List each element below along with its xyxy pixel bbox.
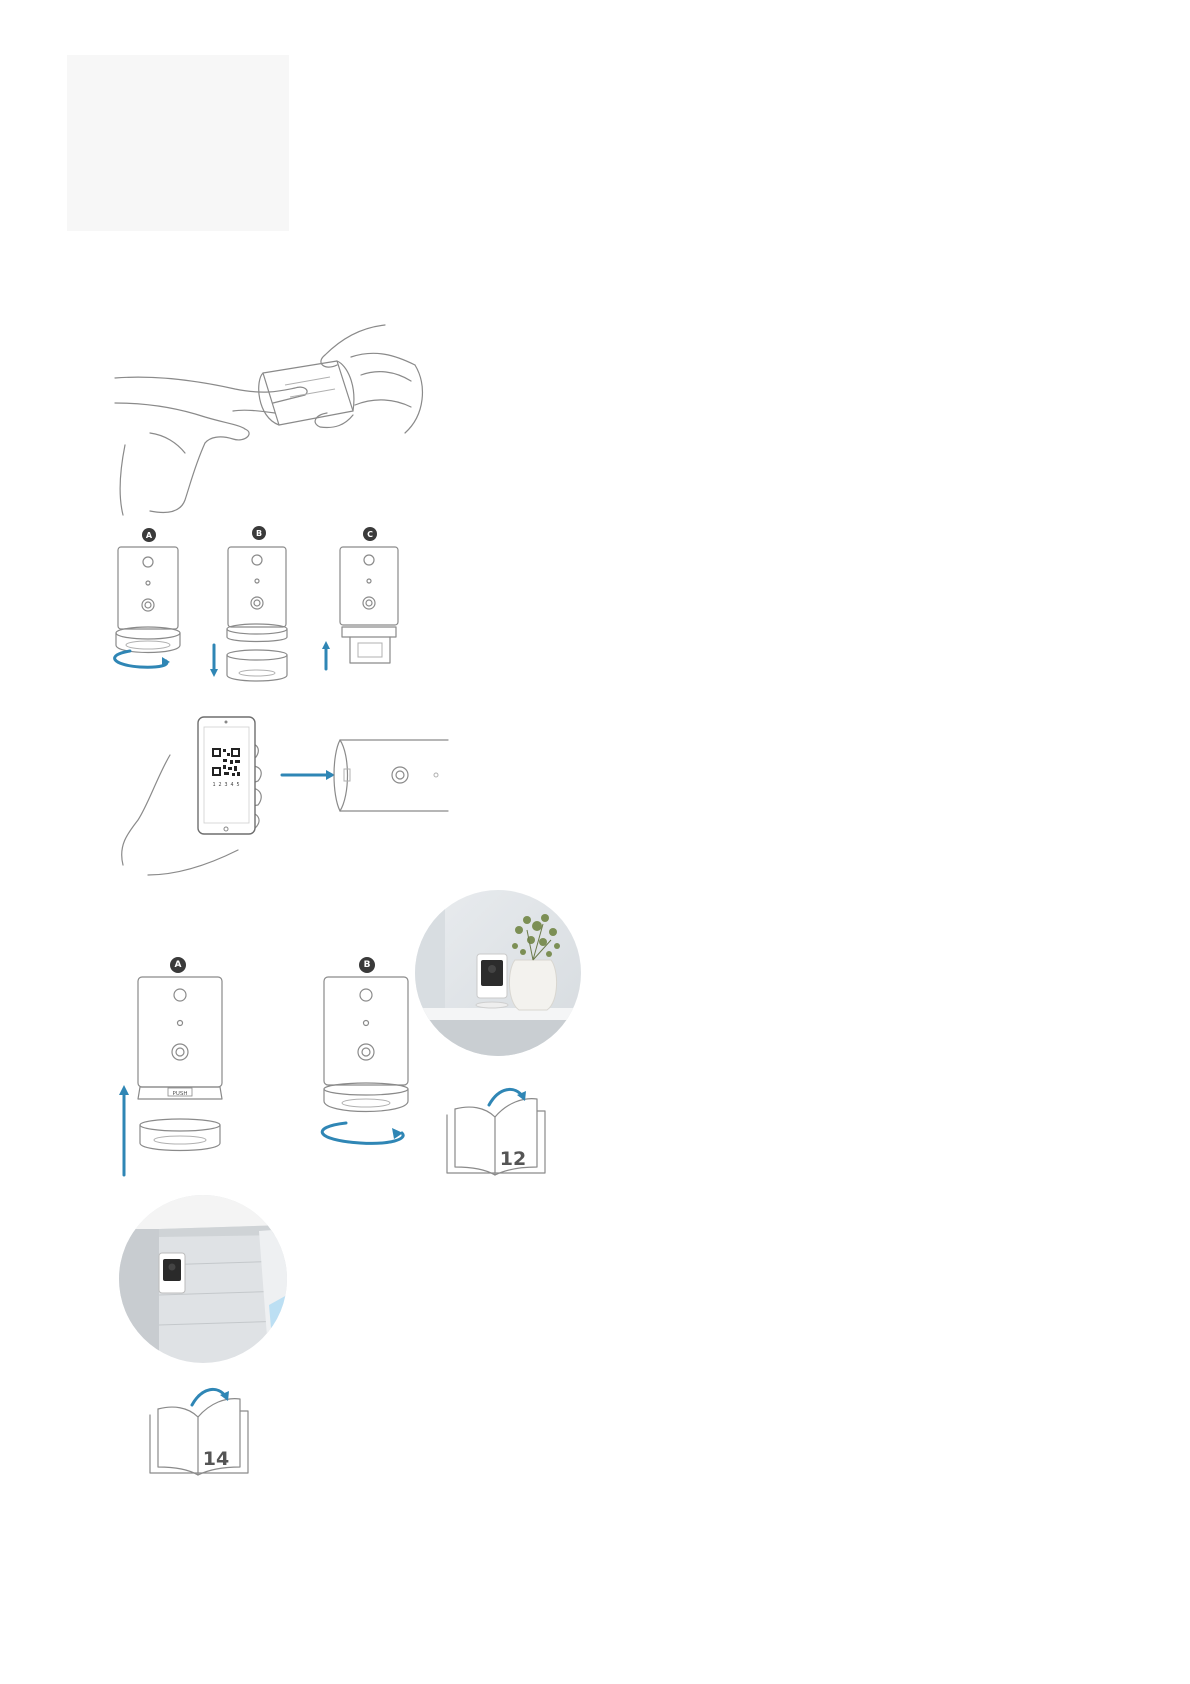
attach-step-badge-b: B <box>359 957 375 973</box>
push-label: PUSH <box>173 1091 188 1097</box>
qr-code-number: 1 2 3 4 5 <box>212 782 239 788</box>
attach-step-badge-a: A <box>170 957 186 973</box>
page-ref-14: 14 <box>203 1448 229 1470</box>
book-page-14-icon: 14 <box>148 1385 258 1480</box>
blank-image-area <box>67 55 289 231</box>
attach-base-illustration: PUSH <box>110 975 420 1185</box>
remove-base-illustration <box>110 545 420 710</box>
page-ref-12: 12 <box>500 1148 526 1170</box>
qr-scan-illustration: 1 2 3 4 5 <box>118 715 448 880</box>
indoor-shelf-photo <box>415 890 581 1056</box>
step-badge-b: B <box>252 526 266 540</box>
step-badge-a: A <box>142 528 156 542</box>
outdoor-wall-photo <box>119 1195 287 1363</box>
battery-pull-tab-illustration <box>115 325 425 520</box>
step-badge-c: C <box>363 527 377 541</box>
book-page-12-icon: 12 <box>445 1085 555 1180</box>
